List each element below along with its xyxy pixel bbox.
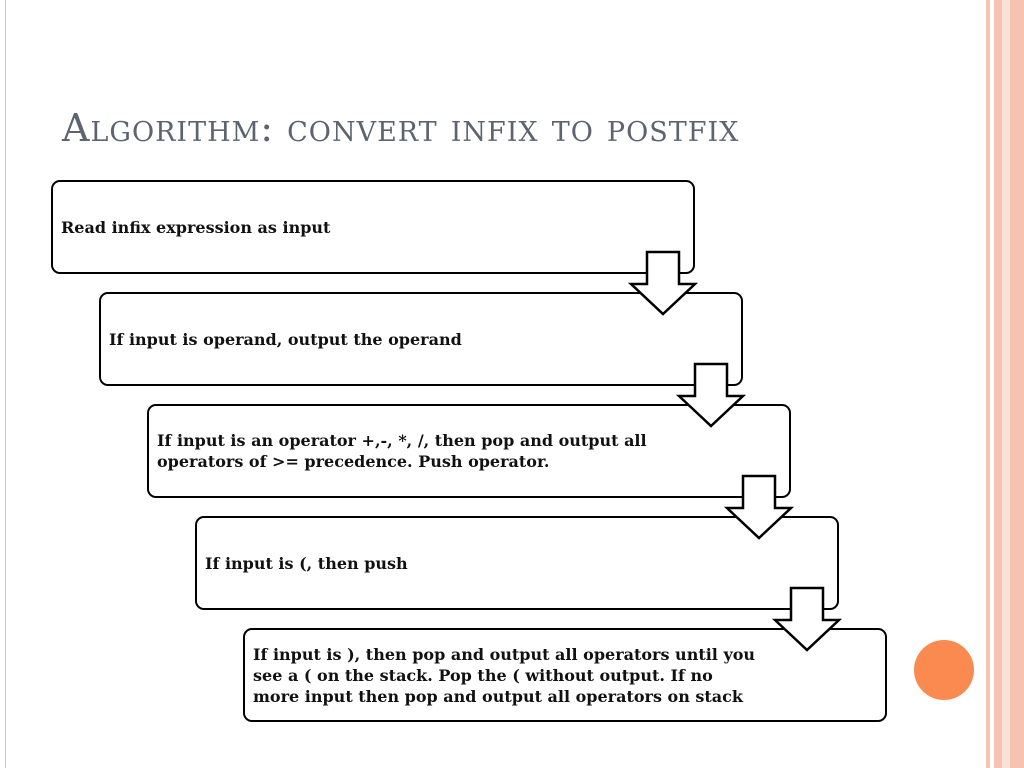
step-3-box: If input is an operator +,-, *, /, then … (147, 404, 791, 498)
down-arrow-icon (772, 586, 842, 652)
step-5-text: If input is ), then pop and output all o… (253, 644, 756, 706)
slide-title: Algorithm: convert infix to postfix (62, 106, 740, 150)
down-arrow-icon (628, 250, 698, 316)
slide-right-stripes (978, 0, 1024, 768)
step-4-box: If input is (, then push (195, 516, 839, 610)
down-arrow-icon (676, 362, 746, 428)
step-5-box: If input is ), then pop and output all o… (243, 628, 887, 722)
step-4-text: If input is (, then push (205, 553, 408, 573)
step-3-text: If input is an operator +,-, *, /, then … (157, 431, 647, 471)
step-2-box: If input is operand, output the operand (99, 292, 743, 386)
slide-left-border (5, 0, 6, 768)
step-2-text: If input is operand, output the operand (109, 329, 462, 349)
down-arrow-icon (724, 474, 794, 540)
step-1-text: Read infix expression as input (61, 217, 331, 237)
step-1-box: Read infix expression as input (51, 180, 695, 274)
accent-circle (914, 640, 974, 700)
